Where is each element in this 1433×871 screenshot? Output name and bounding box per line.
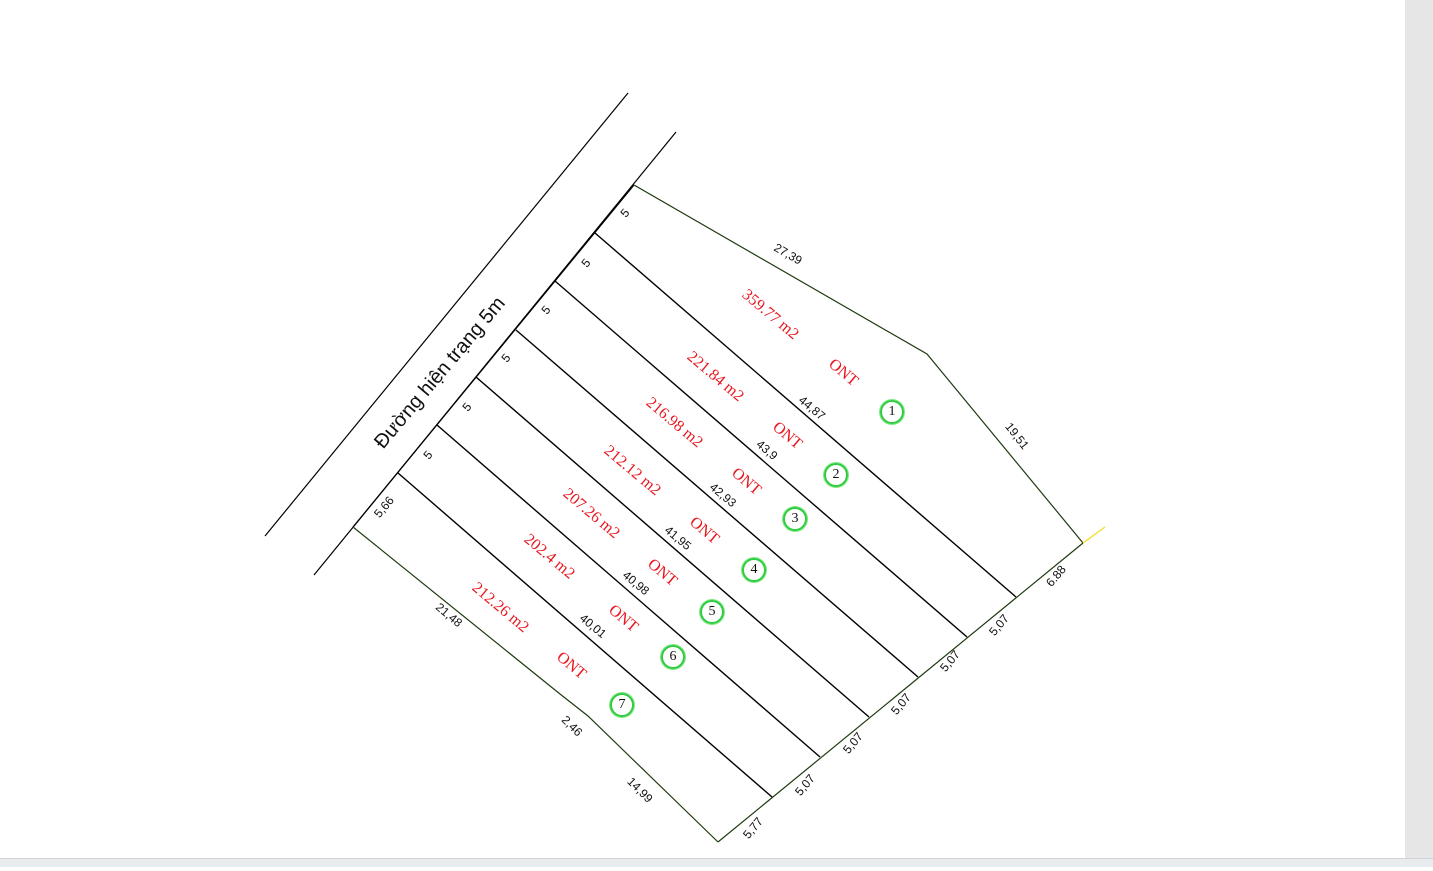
lot-divider	[397, 472, 773, 798]
taskbar-strip	[0, 858, 1433, 867]
lot-number-badge: 2	[824, 463, 848, 487]
survey-marker	[1082, 526, 1106, 544]
rear-boundary	[717, 542, 1084, 843]
lot-divider	[475, 376, 870, 718]
front-boundary	[352, 184, 635, 528]
lot-divider	[554, 280, 968, 638]
bottom-boundary	[352, 526, 719, 843]
lot-number-badge: 1	[880, 400, 904, 424]
lot-number-badge: 4	[742, 558, 766, 582]
lot-divider	[436, 424, 821, 758]
lot-number-badge: 3	[783, 507, 807, 531]
lot-divider	[515, 329, 919, 678]
lot-number-badge: 7	[610, 693, 634, 717]
top-boundary	[633, 184, 1084, 544]
lot-number-badge: 6	[661, 645, 685, 669]
lot-divider	[594, 232, 1017, 598]
parcel-drawing	[264, 92, 1106, 843]
road-edge-line	[264, 92, 629, 537]
lot-number-badge: 5	[700, 600, 724, 624]
vertical-scrollbar[interactable]	[1405, 0, 1433, 858]
